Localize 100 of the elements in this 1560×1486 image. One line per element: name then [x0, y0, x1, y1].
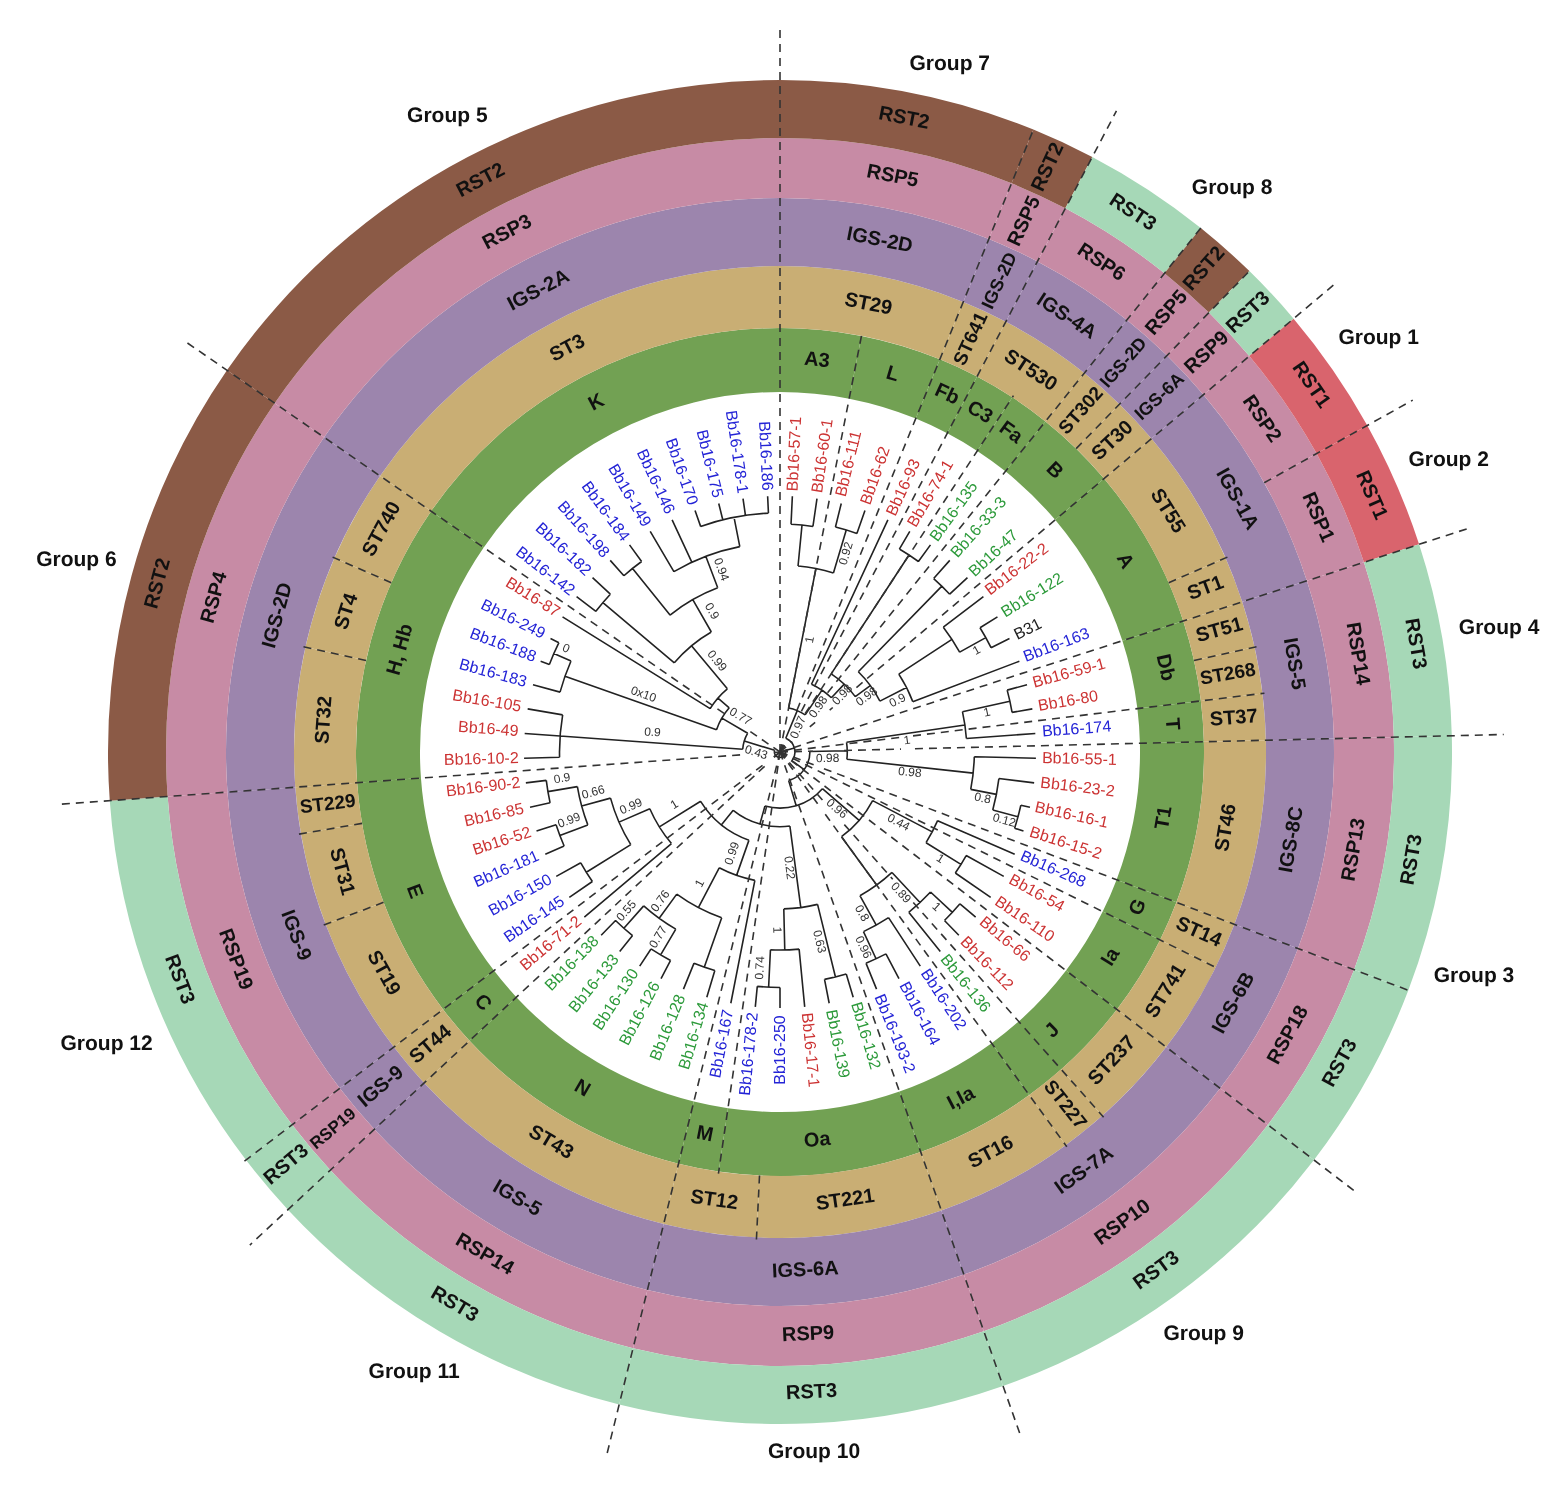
- segment-label: Fb: [930, 382, 961, 411]
- group-label: Group 12: [60, 1034, 153, 1056]
- segment-label: ST51: [1193, 616, 1245, 649]
- segment-label: ST1: [1185, 574, 1227, 607]
- taxon-label: Bb16-174: [1040, 720, 1112, 741]
- segment-label: ST3: [548, 331, 590, 367]
- segment-label: IGS-8C: [1277, 805, 1309, 875]
- segment-label: RSP9: [781, 1324, 835, 1347]
- taxon-label: Bb16-57-1: [785, 415, 805, 492]
- taxon-label: Bb16-60-1: [810, 418, 837, 495]
- segment-label: ST43: [523, 1123, 575, 1165]
- segment-label: ST46: [1214, 803, 1243, 854]
- segment-label: L: [883, 365, 901, 388]
- ring-segment: [1136, 700, 1204, 744]
- segment-label: A: [1110, 550, 1136, 573]
- ring-segment: [646, 1210, 964, 1306]
- ring-segment: [1266, 968, 1410, 1162]
- segment-label: Fa: [994, 419, 1026, 450]
- segment-label: ST29: [841, 291, 893, 320]
- segment-label: ST19: [361, 947, 403, 999]
- ring-segment: [1200, 692, 1266, 742]
- ring-segment: [780, 328, 862, 400]
- ring-segment: [1234, 738, 1334, 950]
- segment-label: ST32: [314, 694, 338, 744]
- taxon-label: Bb16-17-1: [797, 1011, 821, 1088]
- segment-label: C3: [962, 399, 995, 430]
- ring-segment: [1102, 878, 1178, 940]
- taxon-label: Bb16-85: [463, 800, 527, 830]
- segment-label: IGS-9: [275, 908, 313, 965]
- segment-label: ST16: [965, 1134, 1018, 1175]
- segment-label: RST1: [1349, 467, 1389, 523]
- taxon-label: Bb16-90-2: [445, 775, 522, 801]
- taxon-label: Bb16-105: [451, 688, 523, 716]
- segment-label: RST3: [159, 952, 197, 1008]
- taxon-label: Bb16-10-2: [443, 750, 519, 769]
- segment-label: ST37: [1209, 707, 1259, 731]
- segment-label: G: [1126, 897, 1152, 920]
- taxon-label: Bb16-23-2: [1039, 775, 1116, 801]
- segment-label: J: [1042, 1021, 1065, 1044]
- segment-label: RST2: [142, 555, 176, 611]
- segment-label: RST2: [453, 161, 508, 204]
- segment-label: ST14: [1171, 914, 1223, 953]
- segment-label: RST2: [1030, 141, 1071, 197]
- segment-label: RSP19: [213, 925, 255, 993]
- group-label: Group 6: [36, 549, 117, 571]
- segment-label: RST3: [1399, 833, 1428, 888]
- taxon-label: Bb16-178-1: [721, 408, 750, 494]
- segment-label: RST3: [1399, 616, 1428, 671]
- ring-segment: [662, 1162, 760, 1238]
- segment-label: H, Hb: [385, 621, 419, 677]
- segment-label: Ia: [1100, 946, 1127, 972]
- group-label: Group 10: [767, 1441, 861, 1463]
- taxon-label: Bb16-167: [708, 1007, 738, 1080]
- segment-label: B: [1041, 459, 1067, 484]
- segment-label: RSP5: [1006, 194, 1047, 251]
- segment-label: ST268: [1199, 660, 1258, 689]
- segment-label: RST2: [876, 106, 931, 136]
- segment-label: Db: [1150, 652, 1176, 683]
- segment-label: A3: [803, 350, 832, 373]
- segment-label: ST12: [689, 1188, 740, 1216]
- taxon-label: Bb16-55-1: [1041, 750, 1117, 769]
- segment-label: RSP4: [200, 570, 234, 627]
- segment-label: N: [570, 1077, 593, 1103]
- taxon-label: Bb16-250: [771, 1014, 788, 1084]
- segment-label: Oa: [803, 1130, 833, 1154]
- taxon-label: Bb16-178-2: [738, 1012, 763, 1097]
- segment-label: T: [1160, 716, 1182, 731]
- segment-label: RSP14: [1340, 620, 1371, 687]
- group-label: Group 3: [1433, 966, 1515, 988]
- segment-label: RSP1: [1295, 490, 1336, 547]
- segment-label: ST229: [299, 793, 358, 820]
- taxon-label: Bb16-49: [458, 720, 520, 741]
- group-label: Group 1: [1338, 327, 1419, 349]
- segment-label: I,Ia: [945, 1083, 979, 1115]
- segment-label: RSP13: [1340, 817, 1371, 884]
- taxon-label: Bb16-80: [1036, 689, 1100, 716]
- segment-label: C: [468, 992, 493, 1017]
- segment-label: E: [401, 881, 425, 901]
- segment-label: ST4: [332, 590, 363, 632]
- group-label: Group 2: [1408, 449, 1489, 471]
- ring-segment: [678, 1100, 728, 1172]
- group-label: Group 9: [1163, 1323, 1244, 1345]
- segment-label: ST221: [815, 1188, 877, 1217]
- ring-segment: [632, 1274, 984, 1366]
- segment-label: M: [694, 1125, 716, 1149]
- segment-label: ST31: [324, 845, 357, 898]
- segment-label: IGS-2D: [845, 225, 915, 258]
- group-label: Group 11: [368, 1362, 460, 1384]
- ring-segment: [1306, 562, 1394, 740]
- group-label: Group 8: [1191, 178, 1273, 200]
- group-label: Group 7: [909, 53, 990, 75]
- segment-label: IGS-5: [1278, 637, 1307, 692]
- taxon-label: Bb16-186: [755, 420, 775, 491]
- segment-label: IGS-6A: [771, 1259, 840, 1283]
- group-label: Group 5: [407, 106, 488, 128]
- segment-label: IGS-2D: [260, 580, 297, 651]
- segment-label: RSP5: [864, 164, 920, 194]
- segment-label: T1: [1154, 804, 1178, 832]
- taxon-label: Bb16-139: [822, 1007, 852, 1080]
- segment-label: K: [587, 392, 610, 418]
